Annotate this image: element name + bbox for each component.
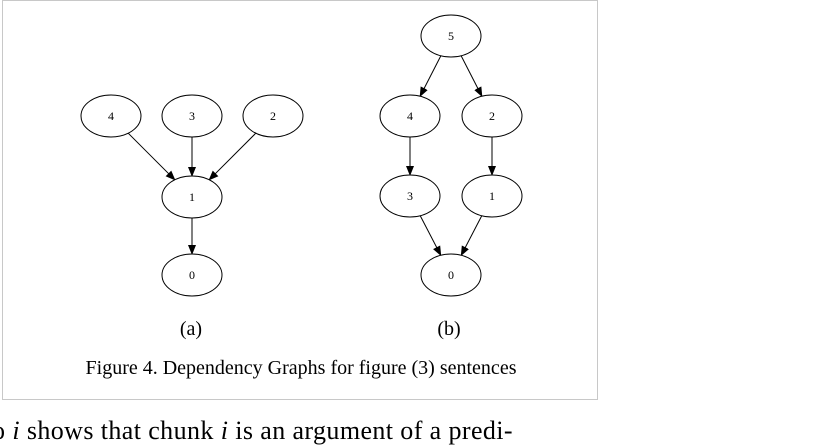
graph-b-node-0-label: 0 [448, 268, 454, 282]
graph-b-node-2-label: 2 [489, 109, 495, 123]
graph-a-node-3: 3 [161, 94, 223, 138]
body-text-prefix: o [0, 416, 12, 445]
dependency-graphs: 4 3 2 1 0 5 4 2 3 1 0 (a) (b) [80, 14, 523, 340]
graph-b-node-1-ellipse [461, 174, 523, 218]
graph-a-node-0-ellipse [161, 253, 223, 297]
graph-b-node-1-label: 1 [489, 189, 495, 203]
graph-a-node-4-label: 4 [108, 109, 114, 123]
graph-b-node-3-ellipse [379, 174, 441, 218]
graph-b-edge-5-to-2 [460, 55, 483, 98]
body-text-var-1: i [12, 416, 20, 445]
graph-b-node-0: 0 [420, 253, 482, 297]
graph-b-node-2-ellipse [461, 94, 523, 138]
graph-a-node-0: 0 [161, 253, 223, 297]
graph-a-node-2-ellipse [242, 94, 304, 138]
graph-b-node-5-ellipse [420, 14, 482, 58]
graph-a-edge-2-to-1 [208, 132, 257, 181]
graph-b-node-5-label: 5 [448, 29, 454, 43]
body-text-var-2: i [220, 416, 229, 445]
graph-b-node-4-ellipse [379, 94, 441, 138]
graph-a-node-4: 4 [80, 94, 142, 138]
graph-b-node-4-label: 4 [407, 109, 413, 123]
graph-a-node-4-ellipse [80, 94, 142, 138]
graph-b-label: (b) [437, 318, 460, 340]
graph-b-edge-5-to-4 [419, 55, 442, 98]
graph-a-node-3-label: 3 [189, 109, 195, 123]
graph-b-edge-1-to-0 [460, 215, 483, 257]
graph-b-edge-3-to-0 [419, 215, 442, 257]
graph-a-node-2-label: 2 [270, 109, 276, 123]
graph-b-node-0-ellipse [420, 253, 482, 297]
graph-a-node-1-ellipse [161, 175, 223, 219]
graph-a-node-2: 2 [242, 94, 304, 138]
graph-a-node-1: 1 [161, 175, 223, 219]
graph-b-node-3: 3 [379, 174, 441, 218]
graph-b-node-4: 4 [379, 94, 441, 138]
graph-b-node-1: 1 [461, 174, 523, 218]
body-text-line: o i shows that chunk i is an argument of… [0, 416, 513, 446]
graph-a-node-1-label: 1 [189, 190, 195, 204]
graph-b-node-3-label: 3 [407, 189, 413, 203]
graph-a-node-0-label: 0 [189, 268, 195, 282]
graph-b-node-2: 2 [461, 94, 523, 138]
graph-a-node-3-ellipse [161, 94, 223, 138]
graph-b-node-5: 5 [420, 14, 482, 58]
figure-caption: Figure 4. Dependency Graphs for figure (… [85, 357, 517, 379]
body-text-middle: shows that chunk [19, 416, 221, 445]
graph-a-label: (a) [180, 318, 202, 340]
body-text-suffix: is an argument of a predi- [228, 416, 513, 445]
figure-frame: 4 3 2 1 0 5 4 2 3 1 0 (a) (b) Figure 4. Dependency… [2, 0, 598, 400]
graph-a-edge-4-to-1 [127, 132, 176, 181]
